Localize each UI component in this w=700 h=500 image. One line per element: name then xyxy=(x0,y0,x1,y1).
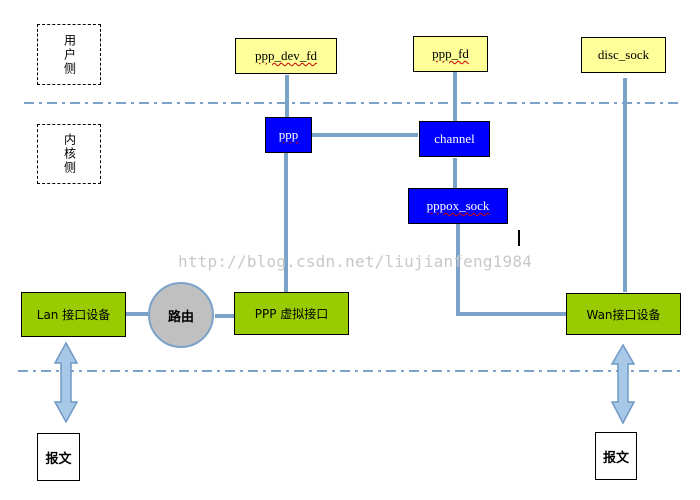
text-cursor xyxy=(518,230,520,246)
user-side-text: 用户侧 xyxy=(62,33,77,76)
channel-label: channel xyxy=(434,131,475,146)
ppp-virtual-interface-label: PPP 虚拟接口 xyxy=(254,307,329,321)
ppp-label: ppp xyxy=(278,127,299,142)
pppox-sock-node: pppox_sock xyxy=(408,188,508,224)
user-side-zone-label: 用户侧 xyxy=(37,24,101,85)
lan-device-label: Lan 接口设备 xyxy=(36,308,111,322)
ppp-fd-node: ppp_fd xyxy=(413,36,488,72)
kernel-side-zone-label: 内核侧 xyxy=(37,124,101,184)
packet-left-label: 报文 xyxy=(45,451,72,467)
router-node: 路由 xyxy=(148,282,214,348)
lan-device-node: Lan 接口设备 xyxy=(21,292,126,337)
ppp-dev-fd-node: ppp_dev_fd xyxy=(235,38,337,74)
double-arrow-left xyxy=(53,341,79,424)
disc-sock-label: disc_sock xyxy=(597,47,650,62)
packet-right-label: 报文 xyxy=(602,450,629,466)
packet-left-node: 报文 xyxy=(37,433,80,481)
ppp-virtual-interface-node: PPP 虚拟接口 xyxy=(234,292,349,335)
wan-device-label: Wan接口设备 xyxy=(586,307,661,322)
wan-device-node: Wan接口设备 xyxy=(566,293,681,335)
double-arrow-right xyxy=(610,343,636,425)
packet-right-node: 报文 xyxy=(595,432,637,480)
connector-pppoxsock-wan xyxy=(456,222,566,316)
disc-sock-node: disc_sock xyxy=(581,37,666,73)
ppp-node: ppp xyxy=(265,117,312,153)
pppox-sock-label: pppox_sock xyxy=(426,198,490,213)
ppp-fd-label: ppp_fd xyxy=(432,46,469,61)
channel-node: channel xyxy=(419,121,490,157)
ppp-dev-fd-label: ppp_dev_fd xyxy=(254,48,318,63)
watermark-text: http://blog.csdn.net/liujianfeng1984 xyxy=(178,252,532,271)
router-label: 路由 xyxy=(167,309,194,325)
kernel-side-text: 内核侧 xyxy=(62,133,77,175)
